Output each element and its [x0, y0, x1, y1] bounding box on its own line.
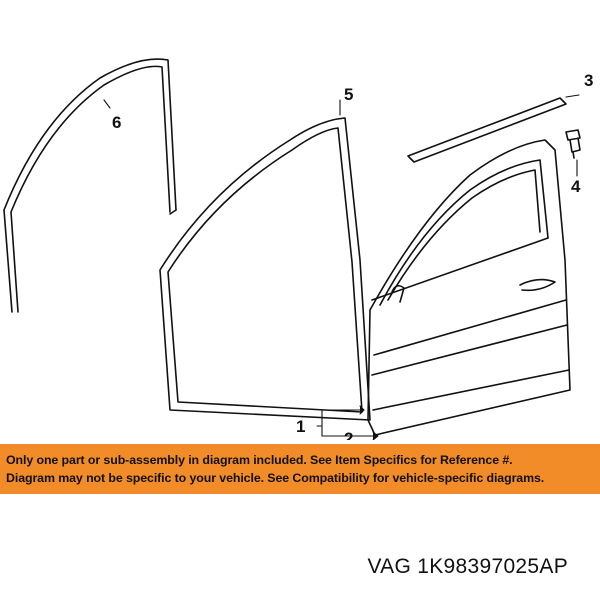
- disclaimer-banner: Only one part or sub-assembly in diagram…: [0, 444, 600, 494]
- callout-1: 1: [296, 417, 305, 436]
- disclaimer-line-2: Diagram may not be specific to your vehi…: [6, 471, 545, 485]
- leader-lines: [103, 94, 580, 440]
- parts-diagram: 6 5 3 4 1 2: [3, 58, 593, 440]
- door-shell-part-1: [367, 139, 571, 436]
- callout-2: 2: [344, 429, 353, 440]
- callout-3: 3: [584, 71, 593, 90]
- callout-5: 5: [344, 85, 353, 104]
- clip-part-4: [565, 129, 581, 159]
- callout-4: 4: [571, 177, 581, 196]
- window-channel-part-6: [3, 58, 177, 313]
- belt-molding-part-3: [407, 97, 567, 163]
- callout-6: 6: [112, 113, 121, 132]
- door-seal-part-5: [159, 117, 371, 421]
- callout-labels: 6 5 3 4 1 2: [112, 71, 593, 440]
- disclaimer-line-1: Only one part or sub-assembly in diagram…: [6, 453, 513, 467]
- part-number: VAG 1K98397025AP: [367, 555, 568, 578]
